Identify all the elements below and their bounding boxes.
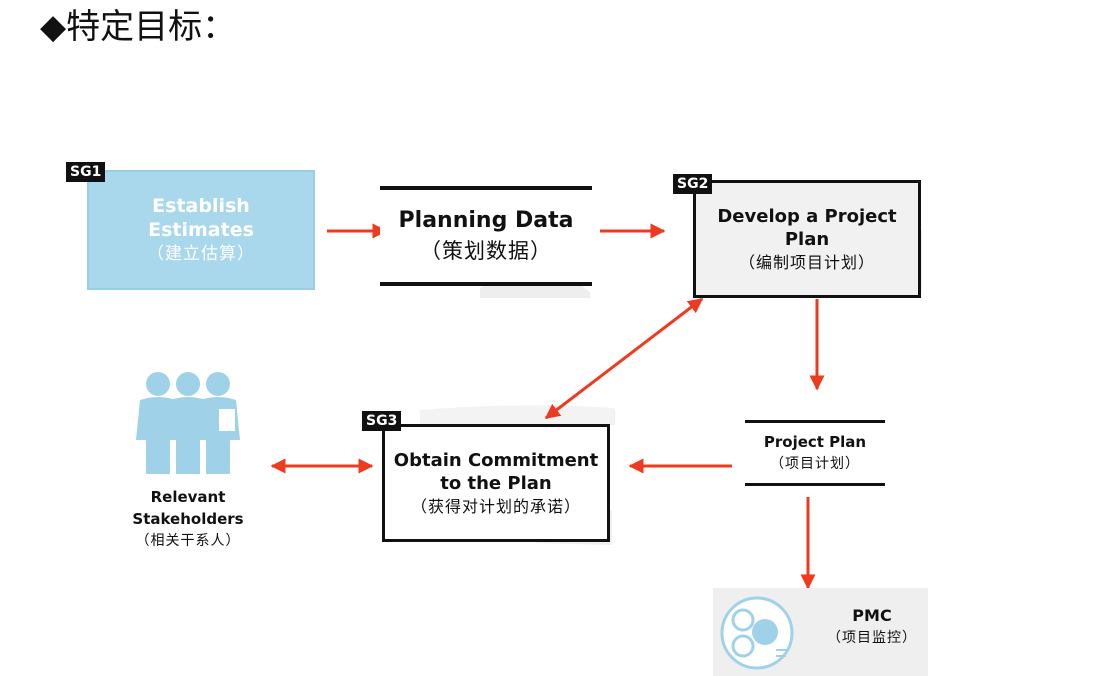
obtain-title-line1: Obtain Commitment: [393, 449, 599, 471]
obtain-commitment-box: Obtain Commitment to the Plan （获得对计划的承诺）: [382, 424, 610, 542]
establish-title-line1: Establish: [152, 195, 250, 217]
project-plan-cn-label: （项目计划）: [770, 456, 860, 472]
watermark-band-obtain: [420, 405, 614, 424]
develop-title-line2: Plan: [784, 228, 830, 250]
planning-data-box: Planning Data （策划数据）: [380, 186, 592, 286]
sg3-tag: SG3: [362, 411, 402, 431]
obtain-cn-label: （获得对计划的承诺）: [410, 496, 581, 516]
relevant-stakeholders-label: Relevant Stakeholders （相关干系人）: [118, 486, 258, 552]
planning-data-cn-label: （策划数据）: [420, 239, 552, 263]
stakeholders-line2: Stakeholders: [132, 510, 244, 528]
project-plan-title: Project Plan: [763, 433, 867, 451]
develop-project-plan-box: Develop a Project Plan （编制项目计划）: [693, 180, 921, 298]
establish-cn-label: （建立估算）: [147, 244, 255, 264]
people-group-icon: [132, 370, 248, 476]
planning-data-title: Planning Data: [398, 208, 574, 233]
page-title: ◆特定目标：: [40, 7, 237, 47]
sg1-tag: SG1: [66, 162, 106, 182]
obtain-title-line2: to the Plan: [440, 472, 552, 494]
sg2-tag: SG2: [673, 174, 713, 194]
develop-cn-label: （编制项目计划）: [738, 252, 875, 272]
develop-title-line1: Develop a Project: [717, 205, 897, 227]
stakeholders-cn-label: （相关干系人）: [135, 533, 241, 549]
project-plan-box: Project Plan （项目计划）: [745, 420, 885, 486]
pmc-label: PMC （项目监控）: [812, 604, 932, 650]
circular-cycle-icon: [718, 594, 796, 672]
establish-estimates-box: Establish Estimates （建立估算）: [87, 170, 315, 290]
arrow-develop-obtain-bidirectional: [544, 297, 704, 420]
pmc-cn-label: （项目监控）: [827, 630, 917, 646]
pmc-title: PMC: [852, 606, 892, 625]
establish-title-line2: Estimates: [148, 219, 254, 241]
stakeholders-line1: Relevant: [150, 488, 226, 506]
